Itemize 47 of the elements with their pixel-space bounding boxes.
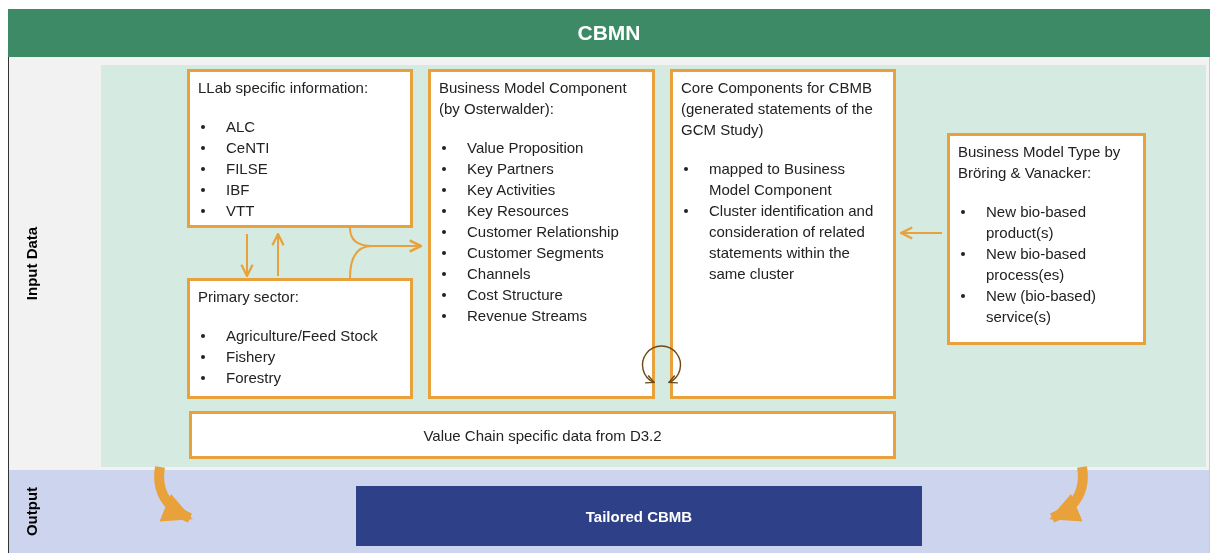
bullet-item: CeNTI	[198, 137, 402, 158]
bullet-item: Fishery	[198, 346, 402, 367]
arrow	[240, 233, 254, 278]
box-heading: LLab specific information:	[198, 78, 370, 98]
bullet-item: FILSE	[198, 158, 402, 179]
cycle-arrow	[641, 345, 682, 384]
bullet-item: Agriculture/Feed Stock	[198, 325, 402, 346]
bullet-item: Forestry	[198, 367, 402, 388]
arrow	[349, 239, 423, 279]
box-heading: Core Components for CBMB (generated statements of the GCM Study)	[681, 78, 874, 140]
bullet-item: Key Partners	[439, 158, 644, 179]
bullet-item: Channels	[439, 263, 644, 284]
bullet-item: Key Resources	[439, 200, 644, 221]
box-heading: Business Model Component (by Osterwalder):	[439, 78, 628, 119]
info-box	[670, 69, 896, 399]
curved-arrow	[154, 466, 193, 523]
bullet-item: ALC	[198, 116, 402, 137]
box-heading: Business Model Type by Bröring & Vanacker:	[958, 142, 1122, 183]
output-band	[8, 470, 1210, 553]
bullet-item: VTT	[198, 200, 402, 221]
arrow	[271, 232, 285, 277]
info-box	[187, 69, 413, 228]
band-label: Input Data	[22, 226, 40, 301]
arrow	[899, 226, 943, 240]
bullet-item: Cost Structure	[439, 284, 644, 305]
bullet-item: Revenue Streams	[439, 305, 644, 326]
bullet-item: Cluster identification and consideration of related statements within the same cluster	[681, 200, 885, 284]
title-banner: CBMN	[8, 9, 1210, 57]
info-box	[187, 278, 413, 399]
box-text: Value Chain specific data from D3.2	[423, 426, 662, 446]
info-box	[947, 133, 1146, 345]
bullet-item: New bio-based product(s)	[958, 201, 1135, 243]
bullet-item: Customer Relationship	[439, 221, 644, 242]
bullet-item: New bio-based process(es)	[958, 243, 1135, 285]
bullet-item: Value Proposition	[439, 137, 644, 158]
bullet-item: Customer Segments	[439, 242, 644, 263]
bullet-item: New (bio-based) service(s)	[958, 285, 1135, 327]
box-heading: Primary sector:	[198, 287, 300, 307]
curved-arrow	[1049, 466, 1088, 523]
output-box	[356, 486, 922, 546]
info-box	[189, 411, 896, 459]
bullet-item: mapped to Business Model Component	[681, 158, 885, 200]
bullet-item: IBF	[198, 179, 402, 200]
bullet-item: Key Activities	[439, 179, 644, 200]
info-box	[428, 69, 655, 399]
band-label: Output	[22, 486, 40, 537]
box-text: Tailored CBMB	[585, 507, 693, 525]
